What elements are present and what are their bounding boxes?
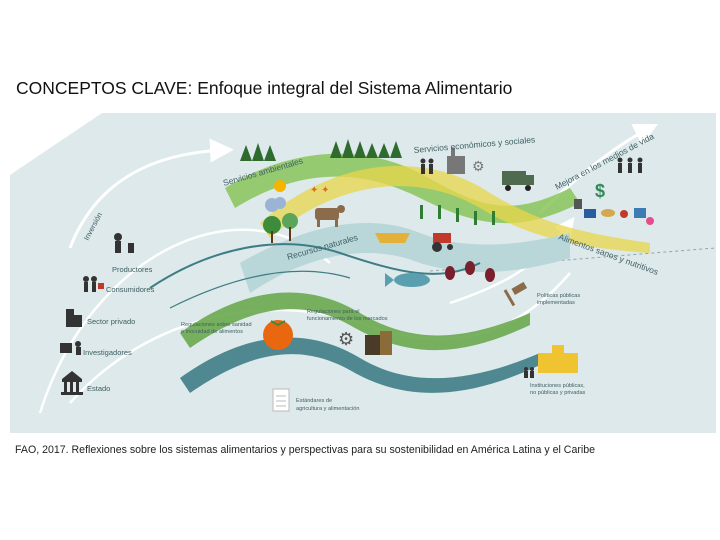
label-politicas-2: implementadas <box>537 300 575 306</box>
investigadores-icon <box>60 341 81 355</box>
label-estado: Estado <box>87 384 110 393</box>
label-regulaciones-sanidad-2: e inocuidad de alimentos <box>181 329 243 335</box>
label-consumidores: Consumidores <box>106 285 155 294</box>
label-productores: Productores <box>112 265 153 274</box>
label-sector-privado: Sector privado <box>87 317 135 326</box>
label-instituciones-1: Instituciones públicas, <box>530 383 585 389</box>
source-caption: FAO, 2017. Reflexiones sobre los sistema… <box>15 444 595 456</box>
food-system-diagram: ✦ ✦ <box>10 113 716 433</box>
label-estandares-2: agricultura y alimentación <box>296 406 359 412</box>
slide-title: CONCEPTOS CLAVE: Enfoque integral del Si… <box>16 78 512 99</box>
label-estandares-1: Estándares de <box>296 398 332 404</box>
label-regulaciones-sanidad-1: Regulaciones sobre sanidad <box>181 322 252 328</box>
butterfly-icon: ✦ ✦ <box>310 185 330 196</box>
fish-icon <box>394 273 430 287</box>
label-regulaciones-mercados-1: Regulaciones para el <box>307 309 360 315</box>
label-politicas-1: Políticas públicas <box>537 293 580 299</box>
gear-icon: ⚙ <box>472 158 485 174</box>
label-instituciones-2: no públicas y privadas <box>530 390 586 396</box>
trash-icon <box>574 199 582 209</box>
document-icon <box>273 389 289 411</box>
dollar-icon: $ <box>595 181 605 201</box>
label-regulaciones-mercados-2: funcionamiento de los mercados <box>307 316 388 322</box>
gear-icon-2: ⚙ <box>338 329 354 349</box>
boat-icon <box>375 233 410 243</box>
label-investigadores: Investigadores <box>83 348 132 357</box>
